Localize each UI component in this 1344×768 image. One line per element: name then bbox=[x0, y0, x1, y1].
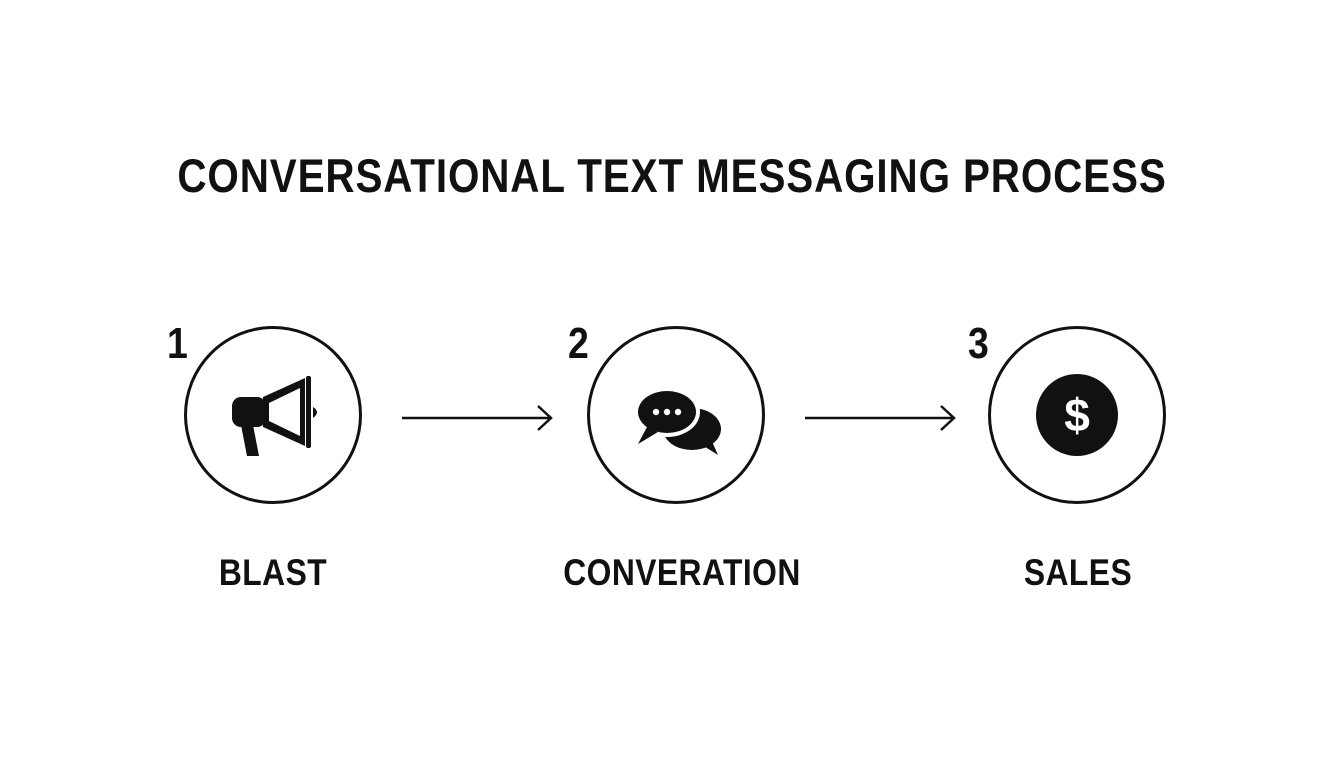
step-1-number: 1 bbox=[167, 319, 188, 368]
chat-bubbles-icon bbox=[634, 387, 721, 455]
dollar-coin-icon: $ bbox=[1036, 374, 1118, 456]
arrow-right-icon bbox=[805, 405, 956, 431]
svg-text:$: $ bbox=[1064, 389, 1090, 441]
step-3-label: SALES bbox=[1023, 552, 1133, 593]
arrow-right-icon bbox=[402, 405, 553, 431]
step-3-number: 3 bbox=[968, 319, 989, 368]
step-2-circle bbox=[587, 326, 765, 504]
step-1-label: BLAST bbox=[218, 552, 328, 593]
step-3-circle: $ bbox=[988, 326, 1166, 504]
step-2-label: CONVERATION bbox=[563, 552, 801, 593]
step-1-circle bbox=[184, 326, 362, 504]
diagram-title: CONVERSATIONAL TEXT MESSAGING PROCESS bbox=[177, 149, 1167, 202]
megaphone-icon bbox=[232, 376, 317, 456]
step-2-number: 2 bbox=[568, 319, 589, 368]
